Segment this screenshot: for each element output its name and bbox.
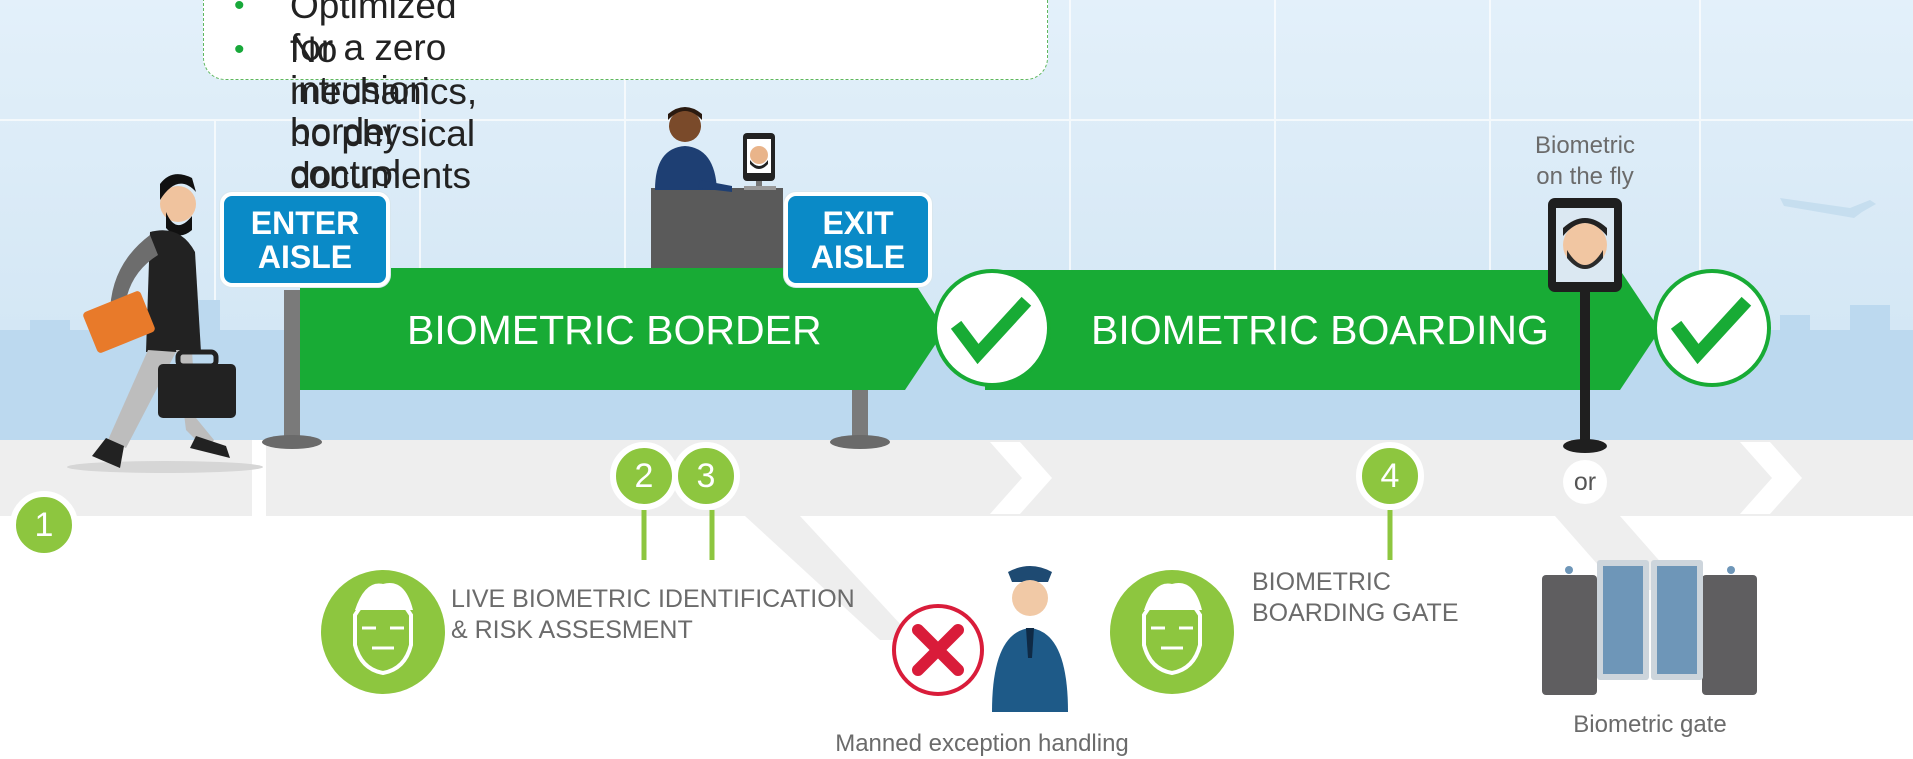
face-screen-icon — [743, 133, 776, 190]
label-line: LIVE BIOMETRIC IDENTIFICATION — [451, 585, 855, 613]
sign-line: AISLE — [257, 238, 353, 275]
label-line: on the fly — [1536, 163, 1634, 190]
airplane-icon — [1780, 198, 1876, 218]
border-booth — [651, 188, 783, 272]
boarding-banner-shape — [985, 270, 1660, 390]
biometric-kiosk — [1548, 198, 1622, 453]
manned-exception-label: Manned exception handling — [835, 730, 1129, 757]
sign-line: EXIT — [822, 204, 894, 241]
border-banner-shape — [300, 268, 945, 390]
or-label: or — [1563, 460, 1607, 504]
police-officer-figure — [992, 566, 1068, 712]
traveler-figure — [67, 174, 263, 473]
step-3-badge: 3 — [672, 442, 740, 510]
sign-line: ENTER — [250, 204, 360, 241]
bullet-dot: • — [234, 0, 245, 22]
label-line: & RISK ASSESMENT — [451, 616, 693, 644]
checkmark-icon — [1653, 269, 1771, 387]
enter-aisle-sign: ENTER AISLE — [220, 192, 390, 287]
walkway — [0, 440, 1913, 516]
exit-aisle-sign: EXIT AISLE — [784, 192, 932, 287]
bullet-text: Optimized for a zero intrusion border co… — [290, 0, 457, 194]
biometric-gate-label: Biometric gate — [1573, 711, 1727, 738]
face-scan-icon — [1110, 570, 1234, 694]
step-1-badge: 1 — [10, 491, 78, 559]
checkmark-icon — [933, 269, 1051, 387]
bullet-text: No mechanics, no physical documents — [290, 29, 478, 196]
bullet-dot: • — [234, 33, 245, 66]
biometric-gate-icon — [1542, 560, 1757, 695]
features-callout: • Optimized for a zero intrusion border … — [203, 0, 1048, 196]
border-officer-figure — [655, 107, 732, 192]
face-scan-icon — [321, 570, 445, 694]
step-connectors — [641, 510, 1393, 560]
boarding-gate-label: BIOMETRIC BOARDING GATE — [1252, 567, 1459, 629]
step-2-badge: 2 — [610, 442, 678, 510]
biometric-boarding-label: BIOMETRIC BOARDING — [1091, 307, 1549, 353]
cross-icon — [892, 604, 984, 696]
sign-line: AISLE — [810, 238, 906, 275]
label-line: BOARDING GATE — [1252, 599, 1459, 627]
step-4-badge: 4 — [1356, 442, 1424, 510]
live-identification-label: LIVE BIOMETRIC IDENTIFICATION & RISK ASS… — [451, 584, 855, 646]
label-line: BIOMETRIC — [1252, 568, 1391, 596]
walkway-arrows — [990, 442, 1802, 514]
biometric-border-label: BIOMETRIC BORDER — [407, 307, 822, 353]
label-line: Biometric — [1534, 132, 1636, 159]
on-the-fly-label: Biometric on the fly — [1510, 130, 1660, 192]
exception-path — [745, 516, 915, 640]
